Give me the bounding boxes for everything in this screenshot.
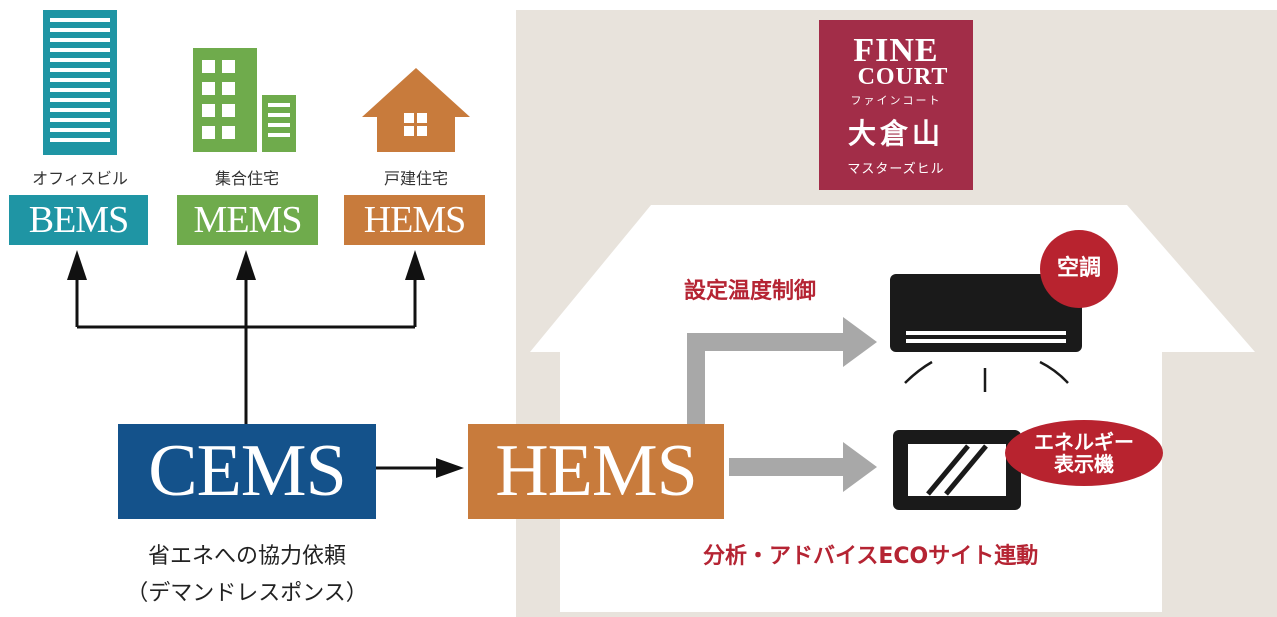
cems-note-line1: 省エネへの協力依頼 xyxy=(147,544,346,569)
arrow-to-monitor xyxy=(729,442,877,492)
arrow-to-hems-house xyxy=(405,250,425,280)
logo-line-fine: FINE xyxy=(853,32,939,69)
aircon-badge: 空調 xyxy=(1040,230,1118,308)
arrow-to-bems xyxy=(67,250,87,280)
energy-display-badge-line1: エネルギー xyxy=(1034,430,1134,454)
bems-tag: BEMS xyxy=(9,195,148,245)
category-office: オフィスビル xyxy=(32,169,128,188)
energy-display-badge: エネルギー 表示機 xyxy=(1005,420,1163,486)
cems-box: CEMS xyxy=(118,424,376,519)
hems-home-box: HEMS xyxy=(468,424,724,519)
category-apartment: 集合住宅 xyxy=(214,169,279,188)
eco-site-label: 分析・アドバイスECOサイト連動 xyxy=(703,544,1039,569)
fine-court-logo: FINE COURT ファインコート 大倉山 マスターズヒル xyxy=(819,20,973,190)
cems-note-line2: （デマンドレスポンス） xyxy=(126,581,368,606)
logo-line-mastershill: マスターズヒル xyxy=(847,162,945,177)
cems-connectors xyxy=(75,280,417,424)
arrow-to-aircon xyxy=(687,317,877,426)
hems-house-tag: HEMS xyxy=(344,195,485,245)
energy-monitor-icon xyxy=(893,430,1021,510)
cems-to-hems-arrowhead xyxy=(436,458,464,478)
logo-line-court: COURT xyxy=(857,64,949,90)
aircon-badge-text: 空調 xyxy=(1056,255,1101,281)
office-building-icon xyxy=(43,10,117,155)
temperature-control-label: 設定温度制御 xyxy=(684,279,817,304)
house-icon xyxy=(362,68,470,152)
logo-line-okurayama: 大倉山 xyxy=(847,117,944,150)
apartment-building-icon xyxy=(193,48,296,152)
mems-tag: MEMS xyxy=(177,195,318,245)
logo-line-katakana: ファインコート xyxy=(850,94,942,107)
hems-grey-arrows xyxy=(687,317,877,492)
air-conditioner-icon xyxy=(890,274,1082,392)
energy-display-badge-line2: 表示機 xyxy=(1054,452,1114,476)
arrow-to-mems xyxy=(236,250,256,280)
category-house: 戸建住宅 xyxy=(383,169,448,188)
